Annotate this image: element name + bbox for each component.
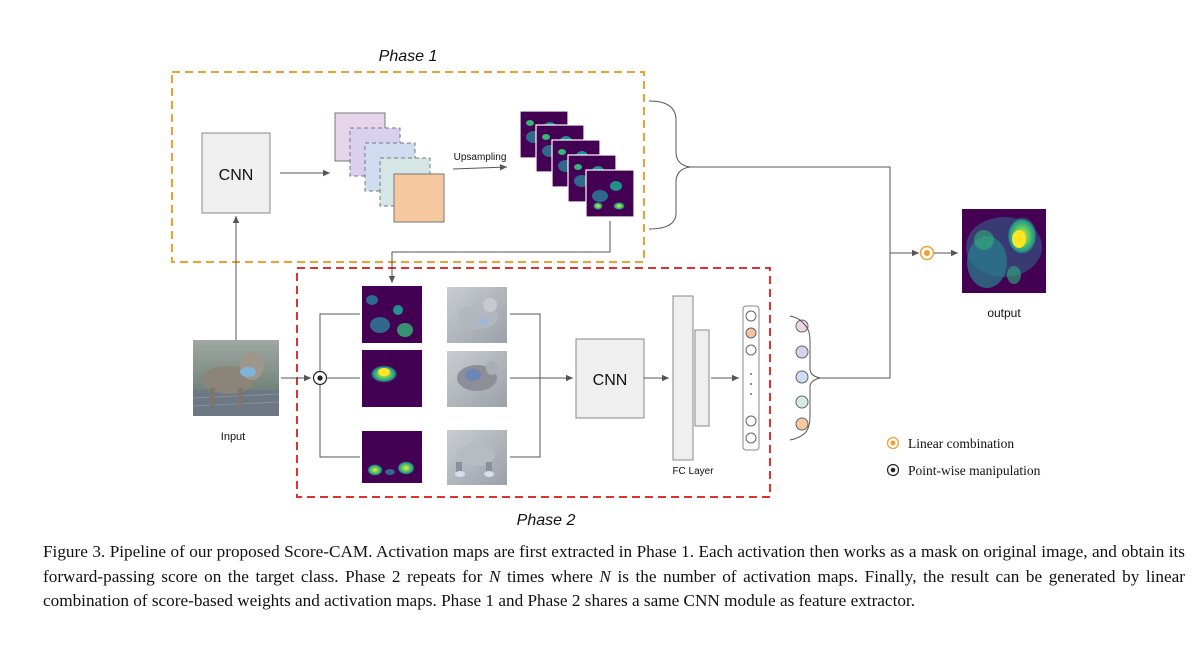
phase1-brace (648, 100, 691, 230)
weight-circle-1 (795, 319, 809, 333)
merge-top (510, 313, 541, 378)
phase1-label: Phase 1 (379, 48, 438, 65)
phase2-activation-map-1 (362, 286, 422, 343)
caption-var-n-2: N (599, 566, 611, 586)
phase2-activation-map-3 (362, 431, 422, 483)
masked-image-1 (447, 287, 507, 343)
legend-pointwise-icon (886, 463, 900, 477)
masked-image-2 (447, 351, 507, 407)
connector-phase1-to-output (690, 166, 891, 253)
figure-caption: Figure 3. Pipeline of our proposed Score… (43, 540, 1185, 614)
caption-text-1: Figure 3. Pipeline of our proposed Score… (43, 542, 1185, 586)
connector-activation-to-phase2 (388, 221, 611, 283)
activation-map-stack (519, 110, 635, 218)
caption-text-3: is the number of activation maps. Finall… (43, 566, 1186, 611)
masked-image-3 (447, 430, 507, 485)
legend: Linear combination Point-wise manipulati… (886, 436, 1041, 478)
input-label: Input (221, 431, 245, 443)
upsampling-label: Upsampling (454, 152, 507, 163)
linear-combination-node (919, 245, 935, 261)
cnn-label-phase1: CNN (219, 167, 254, 184)
weight-circle-5 (795, 417, 809, 431)
feature-map-5 (393, 173, 445, 223)
input-image (192, 340, 280, 416)
phase2-label: Phase 2 (517, 512, 576, 529)
output-heatmap (962, 209, 1046, 293)
feature-map-stack (334, 112, 445, 223)
branch-bottom (319, 385, 360, 458)
cnn-label-phase2: CNN (593, 372, 628, 389)
pointwise-manipulation-node (312, 370, 328, 386)
activation-map-5 (585, 169, 635, 218)
weight-circle-4 (795, 395, 809, 409)
legend-linear-combination-icon (886, 436, 900, 450)
arrow-upsampling (452, 164, 508, 171)
connector-weights-to-output (820, 253, 891, 379)
cnn-block-phase2 (575, 338, 645, 419)
score-vector (742, 305, 760, 451)
caption-var-n-1: N (488, 566, 501, 586)
fc-layer (672, 295, 710, 461)
legend-linear-combination: Linear combination (908, 436, 1014, 451)
phase1-box (171, 71, 645, 263)
phase2-box (296, 267, 771, 498)
legend-pointwise-manipulation: Point-wise manipulation (908, 463, 1041, 478)
weight-vector (795, 319, 809, 431)
fc-layer-label: FC Layer (672, 466, 714, 477)
output-label: output (987, 306, 1021, 320)
phase2-activation-map-2 (362, 350, 422, 407)
weight-circle-3 (795, 370, 809, 384)
cnn-block-phase1 (201, 132, 271, 214)
pipeline-figure: Phase 1 Phase 2 CNN Upsampling output (171, 48, 1046, 529)
weight-circle-2 (795, 345, 809, 359)
caption-text-2: times where (500, 566, 600, 586)
merge-bottom (510, 378, 541, 458)
branch-top (319, 313, 360, 371)
